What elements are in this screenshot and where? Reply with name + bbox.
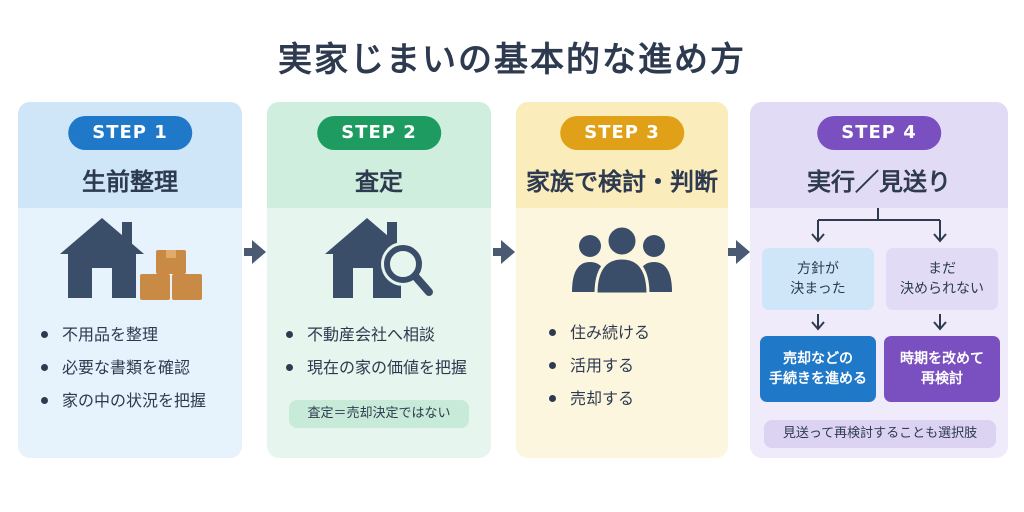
page-title: 実家じまいの基本的な進め方: [278, 40, 746, 80]
step-4-header: STEP 4 実行／見送り: [750, 102, 1008, 208]
step-3-badge: STEP 3: [560, 116, 684, 150]
right-arrow-icon: [244, 238, 266, 270]
step-4-badge: STEP 4: [817, 116, 941, 150]
house-with-boxes-icon: [58, 214, 208, 302]
step-3-list: 住み続ける 活用する 売却する: [546, 316, 650, 415]
list-item: 必要な書類を確認: [38, 351, 206, 384]
list-item-text: 活用する: [570, 356, 635, 375]
right-arrow-icon: [493, 238, 515, 270]
bullet-dot: [41, 331, 48, 338]
bullet-dot: [549, 329, 556, 336]
bullet-dot: [549, 362, 556, 369]
bullet-dot: [286, 331, 293, 338]
step-1-card: STEP 1 生前整理 不用品を整理 必要な書類を確認 家の中の状況を把握: [18, 102, 242, 458]
step-1-badge: STEP 1: [68, 116, 192, 150]
list-item-text: 現在の家の価値を把握: [307, 358, 468, 377]
list-item: 住み続ける: [546, 316, 650, 349]
list-item: 不動産会社へ相談: [283, 318, 467, 351]
list-item: 活用する: [546, 349, 650, 382]
list-item: 現在の家の価値を把握: [283, 351, 467, 384]
undecided-box: まだ 決められない: [886, 248, 998, 310]
step-2-header: STEP 2 査定: [267, 102, 491, 208]
list-item: 家の中の状況を把握: [38, 384, 206, 417]
reconsider-box: 時期を改めて 再検討: [884, 336, 1000, 402]
proceed-line-1: 売却などの: [783, 351, 853, 367]
list-item: 不用品を整理: [38, 318, 206, 351]
step-2-badge: STEP 2: [317, 116, 441, 150]
step-4-card: STEP 4 実行／見送り 方針が 決まった まだ 決められない 売却などの 手…: [750, 102, 1008, 458]
step-1-title: 生前整理: [82, 168, 178, 196]
bullet-dot: [549, 395, 556, 402]
step-3-header: STEP 3 家族で検討・判断: [516, 102, 728, 208]
decided-box: 方針が 決まった: [762, 248, 874, 310]
proceed-sale-box: 売却などの 手続きを進める: [760, 336, 876, 402]
undecided-line-1: まだ: [928, 261, 956, 277]
decision-tree-lines: [811, 208, 947, 331]
decided-line-2: 決まった: [790, 281, 846, 297]
bullet-dot: [286, 364, 293, 371]
reconsider-line-2: 再検討: [921, 371, 963, 387]
list-item: 売却する: [546, 382, 650, 415]
step-1-header: STEP 1 生前整理: [18, 102, 242, 208]
right-arrow-icon: [728, 238, 750, 270]
proceed-line-2: 手続きを進める: [769, 371, 867, 387]
family-group-icon: [568, 226, 676, 296]
step-3-card: STEP 3 家族で検討・判断 住み続ける 活用する 売却する: [516, 102, 728, 458]
undecided-line-2: 決められない: [900, 281, 984, 297]
step-2-list: 不動産会社へ相談 現在の家の価値を把握: [283, 318, 467, 384]
list-item-text: 必要な書類を確認: [62, 358, 191, 377]
step-2-title: 査定: [355, 168, 403, 196]
step-1-list: 不用品を整理 必要な書類を確認 家の中の状況を把握: [38, 318, 206, 417]
list-item-text: 不動産会社へ相談: [307, 325, 436, 344]
step-2-card: STEP 2 査定 不動産会社へ相談 現在の家の価値を把握 査定＝売却決定ではな…: [267, 102, 491, 458]
step-3-title: 家族で検討・判断: [526, 168, 718, 196]
bullet-dot: [41, 364, 48, 371]
bullet-dot: [41, 397, 48, 404]
reconsider-line-1: 時期を改めて: [900, 351, 984, 367]
list-item-text: 住み続ける: [570, 323, 651, 342]
decided-line-1: 方針が: [797, 261, 839, 277]
list-item-text: 不用品を整理: [62, 325, 159, 344]
list-item-text: 家の中の状況を把握: [62, 391, 207, 410]
list-item-text: 売却する: [570, 389, 635, 408]
house-magnifier-icon: [323, 214, 435, 302]
step-4-note: 見送って再検討することも選択肢: [764, 420, 996, 448]
step-4-title: 実行／見送り: [807, 168, 951, 196]
step-2-note: 査定＝売却決定ではない: [289, 400, 469, 428]
